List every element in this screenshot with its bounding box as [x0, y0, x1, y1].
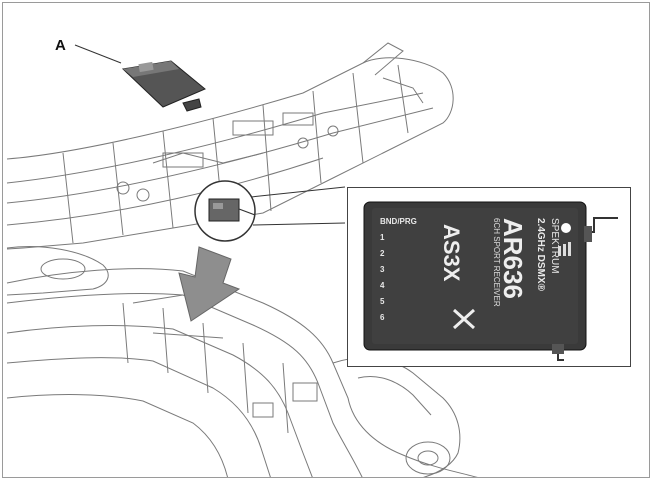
connector-icon	[208, 198, 256, 222]
status-led-icon	[561, 223, 571, 233]
diagram-frame: A BND/PRG 1 2 3 4 5 6 AS3X 6CH SPORT RECEIVER…	[2, 2, 650, 478]
band-label: 2.4GHz DSMX®	[535, 218, 546, 292]
down-arrow-icon	[178, 246, 241, 322]
port-label: 6	[380, 313, 385, 322]
bind-plug-icon	[121, 60, 206, 112]
port-label: 2	[380, 249, 385, 258]
brand-label: SPEKTRUM	[549, 218, 560, 274]
port-label: 5	[380, 297, 385, 306]
receiver-illustration: BND/PRG 1 2 3 4 5 6 AS3X 6CH SPORT RECEIVER A…	[363, 201, 618, 361]
tech-label: AS3X	[439, 224, 464, 282]
port-label: 4	[380, 281, 385, 290]
receiver-inset: BND/PRG 1 2 3 4 5 6 AS3X 6CH SPORT RECEIVER A…	[347, 187, 631, 367]
port-header: BND/PRG	[380, 217, 417, 226]
x-logo-icon	[452, 308, 476, 330]
wing-outline	[6, 57, 454, 250]
port-label: 1	[380, 233, 385, 242]
port-label: 3	[380, 265, 385, 274]
callout-leader-line	[74, 44, 122, 64]
aircraft-illustration	[6, 42, 478, 477]
signal-icon	[558, 242, 571, 256]
receiver-description: 6CH SPORT RECEIVER	[492, 218, 501, 307]
model-label: AR636	[498, 218, 528, 299]
fuselage-outline	[6, 268, 478, 477]
callout-label-a: A	[55, 37, 66, 54]
